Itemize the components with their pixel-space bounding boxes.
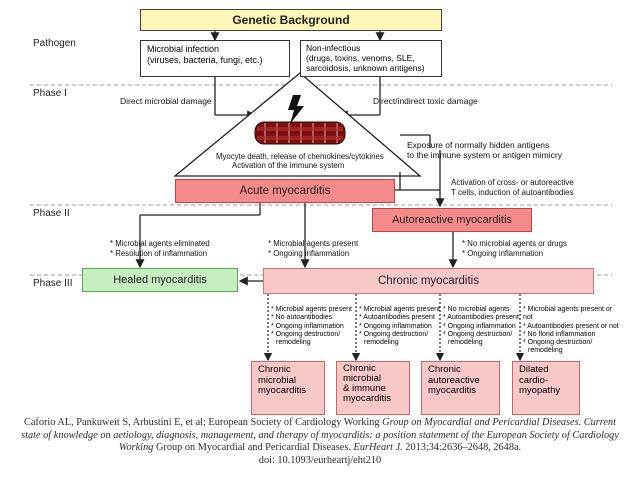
outcome-line: Chronic [258,364,291,375]
criteria-column-4: * Microbial agents present or not * Auto… [523,306,623,356]
phase-label-pathogen: Pathogen [33,38,76,49]
criteria-line: * Autoantibodies present [443,314,519,322]
exposure-antigens-line2: to the immune system or antigen mimicry [407,150,562,160]
citation-italic-title: Group on Myocardial and Pericardial Dise… [21,417,619,454]
myofiber-illustration [254,121,346,145]
criteria-line: * No autoantibodies [271,314,333,322]
direct-toxic-damage-label: Direct/indirect toxic damage [373,96,478,106]
criteria-line: * Ongoing destruction/ [523,339,593,347]
outcome-dilated-cardiomyopathy-box: Dilated cardio- myopathy [512,361,580,415]
outcome-line: autoreactive [428,374,480,386]
criteria-line: * Ongoing inflammation [443,322,516,330]
citation-doi: doi: 10.1093/eurheartj/eht210 [258,454,382,466]
criteria-line: * Ongoing destruction/ [359,330,429,338]
autoreactive-myocarditis-box: Autoreactive myocarditis [372,208,532,232]
activation-tcells-line1: Activation of cross- or autoreactive [451,178,574,187]
outcome-line: myocarditis [258,385,307,396]
outcome-chronic-microbial-immune-box: Chronic microbial & immune myocarditis [336,361,410,415]
chronic-myocarditis-box: Chronic myocarditis [263,268,594,294]
criteria-line: * Ongoing destruction/ [443,330,513,338]
genetic-background-label: Genetic Background [232,13,350,27]
direct-microbial-damage-label: Direct microbial damage [120,96,212,106]
outcome-line: myopathy [519,385,561,396]
eliminated-line1: * Microbial agents eliminated [110,239,210,248]
microbial-infection-box: Microbial infection (viruses, bacteria, … [140,40,290,77]
myocyte-death-line1: Myocyte death, release of chemokines/cyt… [216,152,384,161]
criteria-line: * Autoantibodies present [359,314,435,322]
outcome-line: microbial [343,373,382,384]
eliminated-line2: * Resolution of inflammation [110,249,208,258]
activation-tcells-line2: T cells, induction of autoantibodies [451,188,574,197]
criteria-line: * Ongoing destruction/ [271,330,341,338]
healed-myocarditis-label: Healed myocarditis [113,274,207,286]
present-line2: * Ongoing inflammation [268,249,350,258]
outcome-line: Chronic [343,363,376,374]
phase-label-phase3: Phase III [33,278,73,289]
outcome-line: cardio- [519,374,549,386]
noninfectious-line3: sarcoidosis, unknown antigens) [306,63,425,73]
criteria-line: remodeling [364,339,399,347]
citation-authors: Caforio AL, Pankuweit S, Arbustini E, et… [23,417,383,428]
outcome-line: microbial [258,374,297,386]
criteria-line: * Microbial agents present [271,306,352,313]
criteria-line: * No florid inflammation [523,330,596,338]
citation-journal: EurHeart J. [353,442,403,454]
outcome-line: & immune [343,383,386,394]
criteria-column-2: * Microbial agents present * Autoantibod… [359,306,441,347]
criteria-column-1: * Microbial agents present * No autoanti… [271,306,353,347]
outcome-chronic-autoreactive-box: Chronic autoreactive myocarditis [421,361,500,415]
criteria-line: * Ongoing inflammation [359,322,432,330]
exposure-antigens-line1: Exposure of normally hidden antigens [407,140,550,150]
healed-myocarditis-box: Healed myocarditis [82,268,238,292]
citation: Caforio AL, Pankuweit S, Arbustini E, et… [20,417,620,467]
phase-label-phase2: Phase II [33,208,70,219]
present-line1: * Microbial agents present [268,239,359,248]
outcome-line: Dilated [519,364,549,375]
acute-myocarditis-label: Acute myocarditis [239,185,331,197]
noninfectious-line1: Non-infectious [306,43,361,53]
acute-myocarditis-box: Acute myocarditis [175,179,395,203]
microbial-line1: Microbial infection [147,44,220,54]
microbial-line2: (viruses, bacteria, fungi, etc.) [147,55,263,65]
criteria-line: * Ongoing inflammation [271,322,344,330]
no-agents-line1: * No microbial agents or drugs [462,239,567,248]
outcome-line: myocarditis [343,393,392,404]
noninfectious-box: Non-infectious (drugs, toxins, venoms, S… [300,40,442,77]
phase-label-phase1: Phase I [33,88,67,99]
criteria-line: remodeling [528,347,563,355]
autoreactive-myocarditis-label: Autoreactive myocarditis [392,214,512,226]
criteria-line: * Autoantibodies present or not [523,322,619,330]
criteria-line: * No microbial agents [443,306,510,313]
outcome-chronic-microbial-box: Chronic microbial myocarditis [251,361,325,415]
criteria-line: * Microbial agents present [359,306,440,313]
criteria-line: remodeling [276,339,311,347]
citation-plain: Group on Myocardial and Pericardial Dise… [153,442,354,454]
genetic-background-box: Genetic Background [140,9,442,31]
criteria-line: * Microbial agents present or not [523,306,613,322]
citation-volume: 2013;34:2636–2648, 2648a. [402,442,522,454]
criteria-column-3: * No microbial agents * Autoantibodies p… [443,306,519,347]
outcome-line: Chronic [428,364,461,375]
chronic-myocarditis-label: Chronic myocarditis [378,275,479,287]
criteria-line: remodeling [448,339,483,347]
outcome-line: myocarditis [428,385,477,396]
myocyte-death-line2: Activation of the immune system [232,161,345,170]
noninfectious-line2: (drugs, toxins, venoms, SLE, [306,53,415,63]
no-agents-line2: * Ongoing inflammation [462,249,544,258]
